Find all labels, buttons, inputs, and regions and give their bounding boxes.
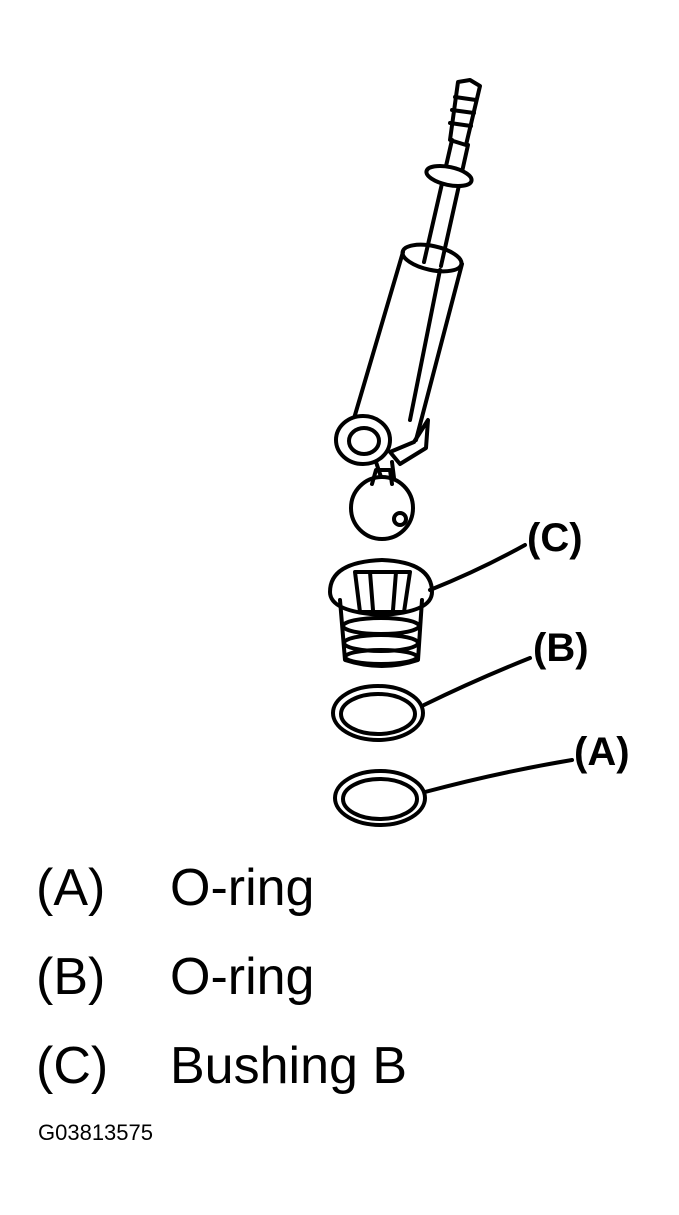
legend-label: O-ring bbox=[170, 859, 315, 917]
legend-label: O-ring bbox=[170, 948, 315, 1006]
exploded-parts-diagram bbox=[328, 78, 574, 827]
legend-row-c: (C) Bushing B bbox=[36, 1040, 407, 1092]
figure-id: G03813575 bbox=[38, 1120, 153, 1145]
leader-line-b bbox=[422, 656, 532, 707]
bushing-b bbox=[328, 558, 434, 668]
callout-c: (C) bbox=[527, 516, 583, 560]
callout-a: (A) bbox=[574, 730, 630, 774]
o-ring-a bbox=[333, 769, 427, 827]
leader-line-c bbox=[428, 543, 527, 592]
o-ring-b bbox=[331, 684, 425, 742]
legend-row-b: (B) O-ring bbox=[36, 951, 314, 1003]
callout-b: (B) bbox=[533, 626, 589, 670]
legend-key: (C) bbox=[36, 1037, 109, 1095]
legend-row-a: (A) O-ring bbox=[36, 862, 314, 914]
legend-label: Bushing B bbox=[170, 1037, 408, 1095]
leader-line-a bbox=[423, 758, 574, 794]
legend-key: (A) bbox=[36, 859, 106, 917]
legend-key: (B) bbox=[36, 948, 106, 1006]
shift-lever-shaft bbox=[334, 78, 482, 541]
